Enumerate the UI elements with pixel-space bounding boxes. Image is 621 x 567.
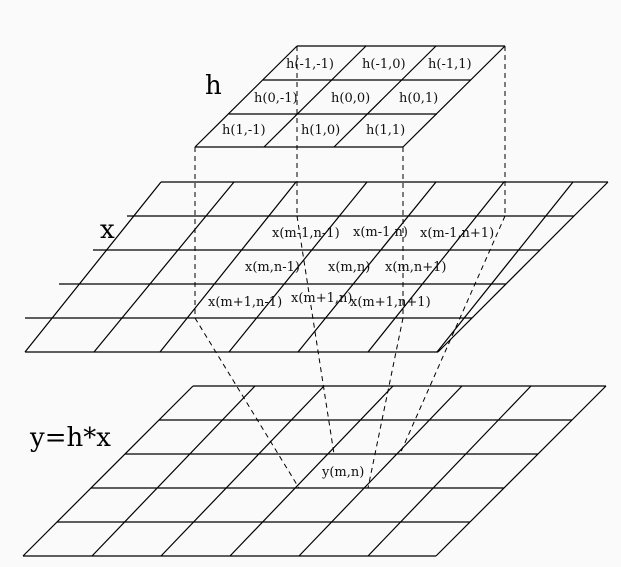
kernel-cell: h(1,-1) <box>222 123 266 138</box>
kernel-projection-lines <box>194 46 506 318</box>
output-grid <box>22 385 607 557</box>
kernel-cell: h(-1,0) <box>362 57 406 72</box>
kernel-cell: h(-1,1) <box>428 57 472 72</box>
input-cell: x(m,n+1) <box>385 260 446 275</box>
input-cell: x(m,n-1) <box>245 260 300 275</box>
kernel-label: h <box>205 71 222 101</box>
kernel-grid <box>194 45 506 148</box>
kernel-cell: h(1,0) <box>301 123 340 138</box>
input-cell: x(m+1,n) <box>291 291 352 306</box>
kernel-cell: h(0,0) <box>331 91 370 106</box>
kernel-cell: h(-1,-1) <box>286 57 334 72</box>
input-grid <box>24 181 609 353</box>
output-label: y=h*x <box>29 423 111 453</box>
input-cell: x(m+1,n-1) <box>208 295 282 310</box>
kernel-cell: h(0,1) <box>399 91 438 106</box>
input-cell: x(m,n) <box>328 260 370 275</box>
input-cell: x(m+1,n+1) <box>350 295 431 310</box>
output-cell: y(m,n) <box>321 465 364 480</box>
input-cell: x(m-1,n+1) <box>420 226 494 241</box>
output-projection-lines <box>194 215 506 489</box>
kernel-cell: h(1,1) <box>366 123 405 138</box>
kernel-cell: h(0,-1) <box>254 91 298 106</box>
input-cell: x(m-1,n) <box>353 225 408 240</box>
input-cell: x(m-1,n-1) <box>272 226 340 241</box>
input-label: x <box>100 215 115 245</box>
